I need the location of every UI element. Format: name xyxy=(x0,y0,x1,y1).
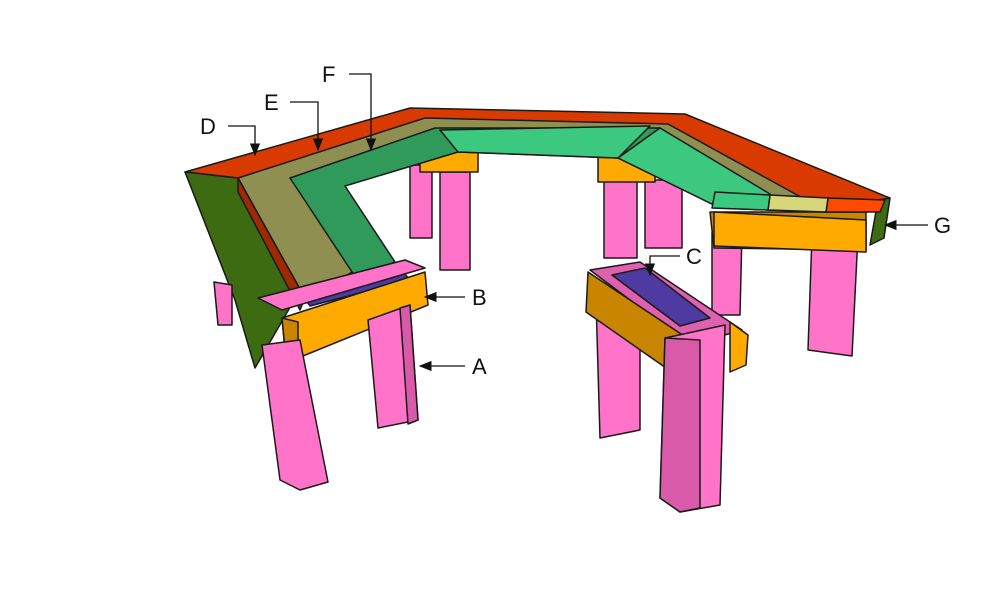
right-end-outer xyxy=(825,197,886,213)
middle-leg-frame xyxy=(585,261,749,513)
labels: A B C D E F G xyxy=(200,62,951,379)
middle-leg-front-shade xyxy=(659,337,701,513)
back-leg-4 xyxy=(644,179,683,249)
label-c: C xyxy=(686,244,702,269)
arrow-d xyxy=(228,125,261,157)
back-leg-1 xyxy=(409,164,433,239)
right-end-trim xyxy=(869,197,891,246)
left-front-edge xyxy=(237,177,306,311)
callouts xyxy=(228,73,928,372)
right-end-inner xyxy=(711,191,771,211)
label-b: B xyxy=(472,285,487,310)
label-d: D xyxy=(200,114,216,139)
right-support xyxy=(713,211,867,253)
left-leg-frame xyxy=(213,259,429,491)
seat-top xyxy=(184,107,891,369)
label-a: A xyxy=(472,354,487,379)
left-leg-rear xyxy=(213,281,233,326)
left-end-trim xyxy=(184,171,301,369)
center-slat xyxy=(439,125,651,159)
left-leg-front xyxy=(261,339,329,491)
label-e: E xyxy=(264,90,279,115)
middle-support-end xyxy=(729,321,749,373)
label-g: G xyxy=(934,213,951,238)
arrow-e xyxy=(290,101,324,152)
arrow-f xyxy=(349,73,377,152)
label-f: F xyxy=(322,62,335,87)
left-leg-back-shade xyxy=(399,304,419,425)
right-leg-frame xyxy=(709,211,867,357)
left-support-top xyxy=(257,259,426,311)
arrow-c xyxy=(644,255,680,277)
right-leg-back xyxy=(807,234,859,357)
right-end-mid xyxy=(767,194,829,213)
back-leg-2 xyxy=(439,171,471,271)
middle-cleat xyxy=(611,267,711,327)
